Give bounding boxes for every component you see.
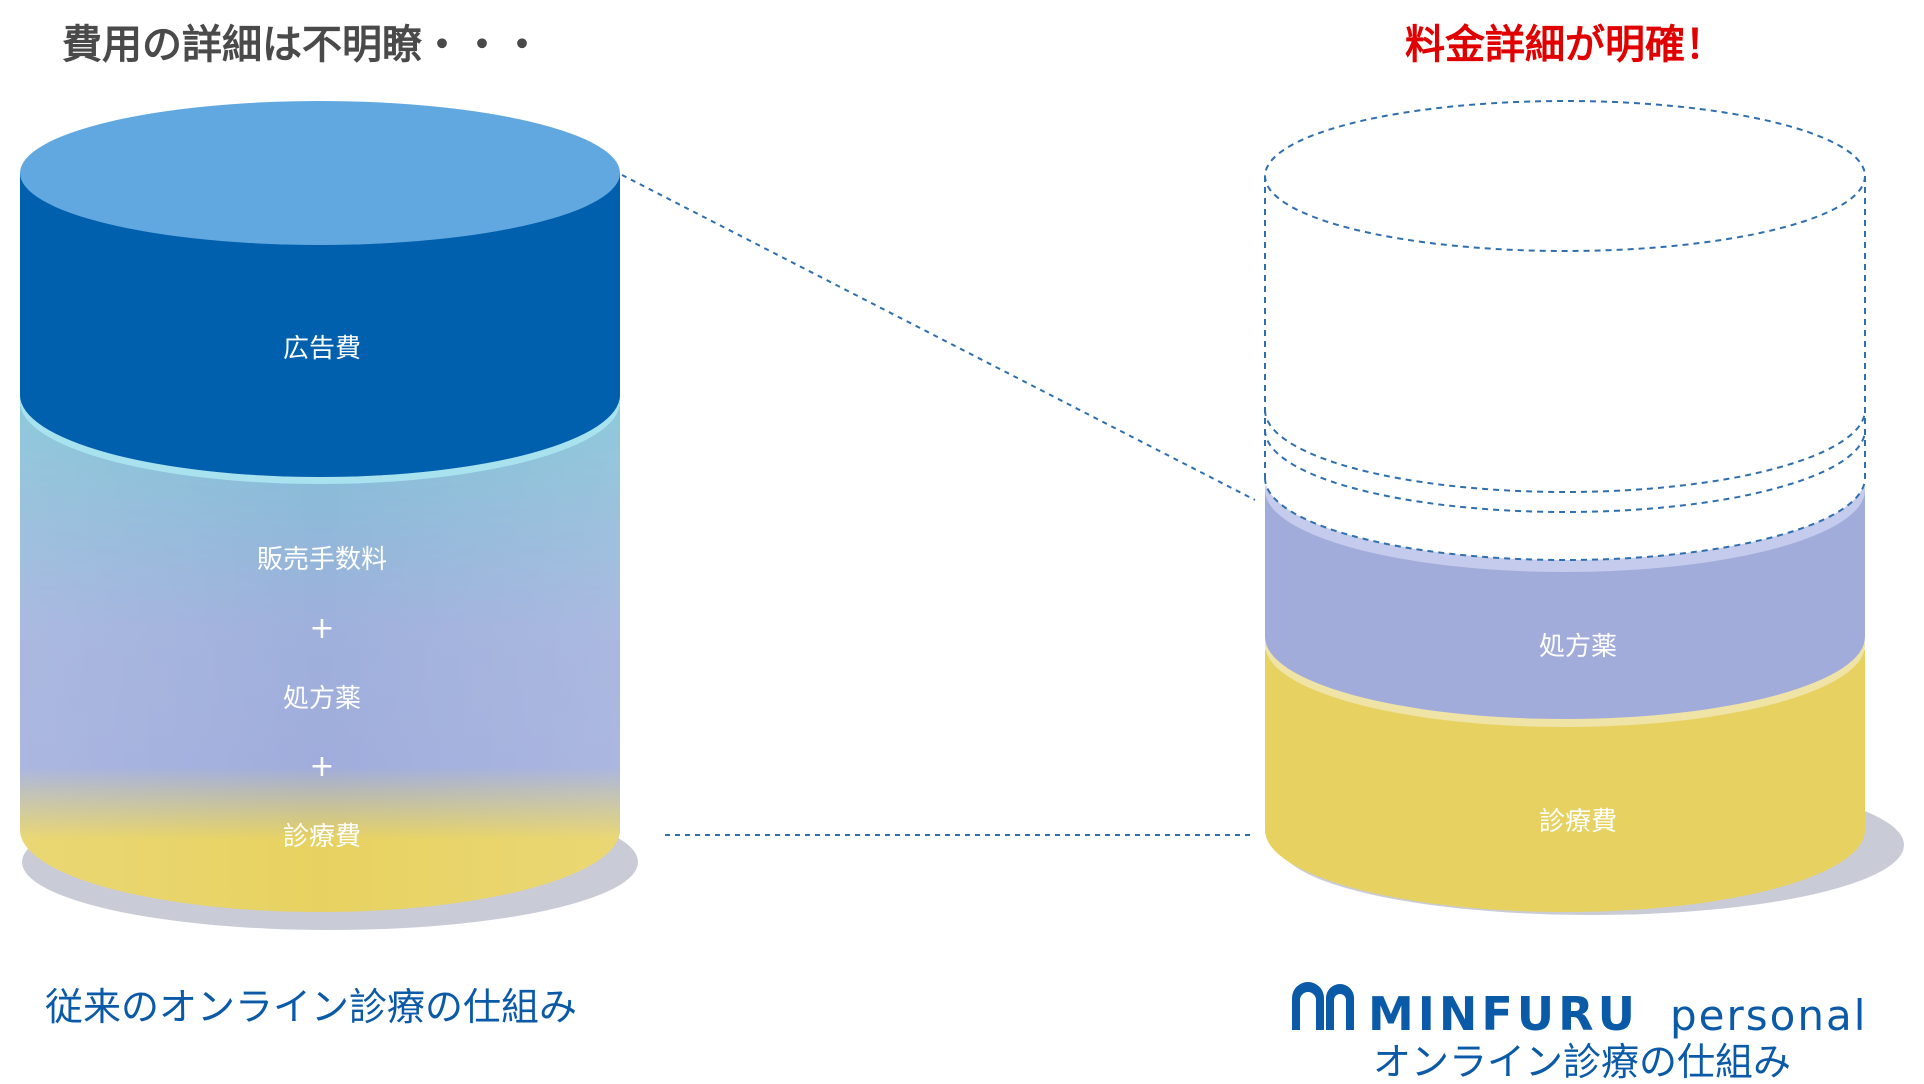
label-right-consultation: 診療費: [1539, 807, 1617, 837]
label-left-consultation: 診療費: [283, 822, 361, 852]
connector-lines: [621, 174, 1256, 836]
label-plus-1: +: [309, 611, 334, 646]
left-ad-section: [20, 173, 620, 477]
label-plus-2: +: [309, 749, 334, 784]
label-right-prescription: 処方薬: [1539, 632, 1617, 662]
right-heading: 料金詳細が明確！: [1405, 21, 1725, 68]
left-caption: 従来のオンライン診療の仕組み: [45, 985, 577, 1029]
right-caption: オンライン診療の仕組み: [1373, 1040, 1791, 1084]
right-cylinder: [1264, 100, 1904, 915]
label-left-prescription: 処方薬: [283, 684, 361, 714]
minfuru-logo: MINFURU personal: [1292, 982, 1867, 1041]
label-ad-fee: 広告費: [283, 334, 361, 364]
left-top-ellipse: [20, 101, 620, 245]
right-dashed-outline: [1264, 100, 1866, 561]
logo-suffix: personal: [1670, 991, 1867, 1040]
left-heading: 費用の詳細は不明瞭・・・: [62, 21, 542, 68]
minfuru-logo-mark-icon: [1292, 982, 1354, 1030]
left-cylinder: [20, 101, 638, 930]
label-sales-fee: 販売手数料: [257, 545, 387, 575]
logo-brand: MINFURU: [1368, 987, 1639, 1041]
connector-top: [621, 174, 1256, 501]
